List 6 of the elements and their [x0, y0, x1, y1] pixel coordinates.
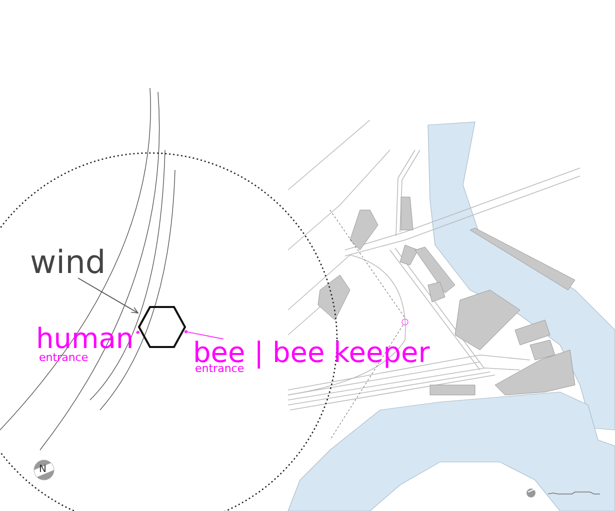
arrow — [78, 278, 138, 314]
annotation-label: wind — [30, 246, 106, 278]
leader-line — [184, 330, 224, 340]
leader-line — [136, 330, 140, 334]
hexagon-shape — [138, 306, 186, 348]
compass-letter: N — [39, 465, 46, 475]
